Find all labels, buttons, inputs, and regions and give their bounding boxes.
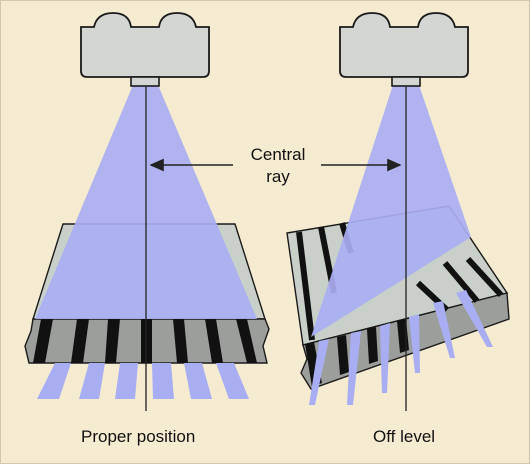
off-level-top-strip-1 — [296, 231, 315, 341]
proper-ray-5 — [184, 363, 212, 399]
proper-ray-6 — [216, 363, 249, 399]
off-level-transmitted-rays — [309, 290, 493, 405]
proper-ray-4 — [152, 363, 174, 399]
proper-tube-collimator — [130, 76, 160, 87]
proper-transmitted-rays — [37, 363, 249, 399]
proper-position-panel — [24, 12, 270, 411]
proper-lead-strip-3 — [105, 319, 120, 363]
proper-tube-housing — [80, 12, 210, 78]
proper-position-caption: Proper position — [81, 427, 196, 446]
off-level-top-strip-4 — [442, 261, 480, 303]
off-level-ray-2 — [347, 331, 361, 405]
off-level-panel — [286, 12, 510, 411]
proper-ray-1 — [37, 363, 71, 399]
proper-lead-strip-6 — [205, 319, 223, 363]
proper-lead-strip-1 — [33, 319, 53, 363]
off-level-caption: Off level — [373, 427, 436, 446]
off-level-xray-beam — [311, 85, 471, 337]
proper-ray-3 — [115, 363, 138, 399]
central-ray-label-line2: ray — [266, 167, 290, 186]
off-level-ray-1 — [309, 339, 329, 405]
off-level-top-strip-5 — [465, 256, 504, 298]
off-level-tube-collimator — [391, 76, 421, 87]
off-level-tube-housing — [339, 12, 469, 78]
off-level-xray-tube — [339, 12, 469, 87]
off-level-edge-strip-3 — [367, 327, 378, 364]
off-level-ray-5 — [433, 301, 455, 358]
off-level-edge-strip-2 — [337, 335, 349, 375]
proper-lead-strip-2 — [71, 319, 89, 363]
proper-lead-strip-5 — [173, 319, 188, 363]
off-level-ray-4 — [409, 314, 420, 373]
proper-xray-tube — [80, 12, 210, 87]
proper-ray-2 — [79, 363, 105, 399]
central-ray-label: Central ray — [237, 144, 319, 188]
off-level-ray-6 — [456, 290, 493, 347]
central-ray-label-line1: Central — [250, 145, 306, 164]
proper-lead-strip-7 — [236, 319, 257, 363]
off-level-ray-3 — [380, 323, 390, 393]
